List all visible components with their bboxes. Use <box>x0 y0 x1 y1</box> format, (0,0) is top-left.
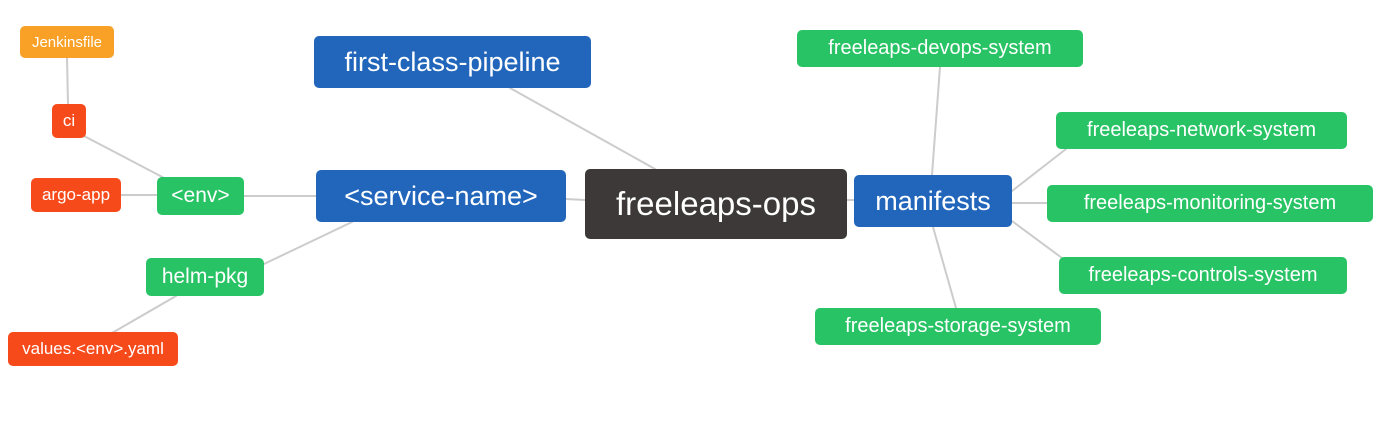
node-argo-app[interactable]: argo-app <box>31 178 121 212</box>
edge-helm-pkg-values <box>111 295 177 334</box>
node-manifests[interactable]: manifests <box>854 175 1012 227</box>
node-network-system[interactable]: freeleaps-network-system <box>1056 112 1347 149</box>
edge-ci-env <box>83 135 169 181</box>
node-monitoring-system[interactable]: freeleaps-monitoring-system <box>1047 185 1373 222</box>
edge-manifests-storage <box>932 226 957 309</box>
edge-devops-manifests <box>931 66 941 176</box>
node-devops-system[interactable]: freeleaps-devops-system <box>797 30 1083 67</box>
node-jenkinsfile[interactable]: Jenkinsfile <box>20 26 114 58</box>
node-service-name[interactable]: <service-name> <box>316 170 566 222</box>
edge-service-name-ops <box>565 198 586 201</box>
node-values-env-yaml[interactable]: values.<env>.yaml <box>8 332 178 366</box>
node-freeleaps-ops[interactable]: freeleaps-ops <box>585 169 847 239</box>
node-env[interactable]: <env> <box>157 177 244 215</box>
edge-pipeline-ops <box>509 87 656 170</box>
edge-manifests-controls <box>1011 220 1063 259</box>
node-controls-system[interactable]: freeleaps-controls-system <box>1059 257 1347 294</box>
node-ci[interactable]: ci <box>52 104 86 138</box>
node-storage-system[interactable]: freeleaps-storage-system <box>815 308 1101 345</box>
edge-jenkinsfile-ci <box>66 57 69 105</box>
node-first-class-pipeline[interactable]: first-class-pipeline <box>314 36 591 88</box>
edge-service-name-helm-pkg <box>263 221 353 265</box>
edge-manifests-network <box>1011 148 1067 192</box>
node-helm-pkg[interactable]: helm-pkg <box>146 258 264 296</box>
